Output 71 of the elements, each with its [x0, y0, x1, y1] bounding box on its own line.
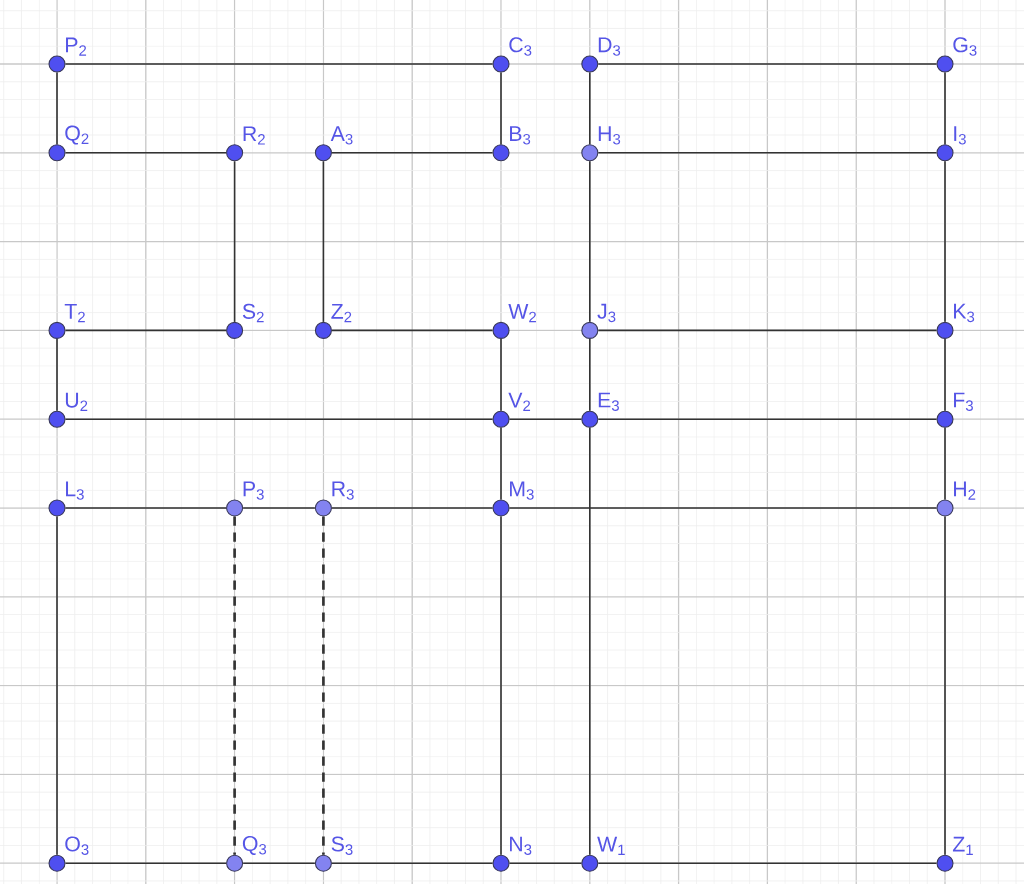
- point-label: F$_{3}$: [954, 392, 973, 411]
- segment: [56, 71, 58, 146]
- segment: [589, 160, 591, 323]
- segment: [589, 71, 591, 146]
- segment: [64, 862, 227, 864]
- point-label: S$_{3}$: [331, 836, 353, 855]
- point-label: S$_{2}$: [242, 303, 264, 323]
- point-label: V$_{2}$: [508, 392, 531, 411]
- segment: [597, 418, 938, 420]
- segment: [500, 71, 502, 146]
- segment: [508, 418, 583, 420]
- point-label: W$_{1}$: [597, 836, 625, 855]
- segment: [64, 152, 227, 154]
- segment: [500, 338, 502, 412]
- segment: [331, 862, 494, 864]
- point-label: Z$_{1}$: [952, 836, 973, 855]
- segment: [64, 507, 227, 509]
- segment: [589, 426, 591, 856]
- segment: [508, 507, 938, 509]
- segment: [508, 862, 583, 864]
- point-label: Z$_{2}$: [331, 304, 352, 323]
- segment: [331, 507, 494, 509]
- segment: [331, 329, 494, 332]
- segment: [242, 507, 316, 509]
- point-label: N$_{3}$: [510, 836, 532, 855]
- point-label: O$_{3}$: [65, 836, 89, 855]
- point-label: T$_{2}$: [64, 304, 85, 323]
- point-label: M$_{3}$: [510, 481, 534, 500]
- segment: [64, 329, 227, 332]
- point-label: H$_{2}$: [954, 481, 976, 500]
- point-label: E$_{3}$: [598, 392, 619, 411]
- segment: [944, 160, 946, 323]
- point-label: R$_{2}$: [243, 126, 265, 145]
- point-label: A$_{3}$: [330, 126, 353, 145]
- segment: [233, 516, 236, 855]
- point-label: W$_{2}$: [508, 304, 536, 323]
- segment: [56, 515, 58, 856]
- segment: [597, 63, 938, 65]
- point-label: Q$_{3}$: [242, 836, 267, 855]
- point-label: P$_{3}$: [243, 481, 264, 500]
- segment: [597, 152, 938, 154]
- segment: [322, 160, 325, 323]
- point-label: G$_{3}$: [953, 37, 977, 56]
- point-label: K$_{3}$: [954, 303, 975, 323]
- segment: [944, 338, 946, 412]
- point-label: Q$_{2}$: [65, 125, 89, 145]
- segment: [500, 515, 502, 856]
- segment: [64, 63, 494, 65]
- point-label: D$_{3}$: [598, 37, 621, 56]
- segment: [322, 516, 325, 855]
- point-label: I$_{3}$: [954, 126, 966, 145]
- segment: [56, 338, 58, 412]
- segment: [242, 862, 316, 864]
- segment: [64, 418, 494, 420]
- segment: [597, 862, 938, 864]
- point-label: B$_{3}$: [510, 126, 531, 145]
- point-label: R$_{3}$: [332, 481, 354, 500]
- segment: [944, 71, 946, 146]
- point-label: H$_{3}$: [598, 126, 621, 145]
- point-label: U$_{2}$: [65, 392, 88, 411]
- point-label: L$_{3}$: [66, 481, 84, 500]
- segment: [589, 338, 591, 412]
- segment: [233, 160, 236, 323]
- segment: [331, 152, 494, 154]
- segment: [500, 426, 502, 501]
- point-label: J$_{3}$: [597, 303, 616, 323]
- point-label: C$_{3}$: [509, 37, 532, 56]
- segment: [597, 329, 938, 332]
- point-label: P$_{2}$: [66, 37, 87, 56]
- segment: [944, 426, 946, 501]
- segment: [944, 515, 946, 856]
